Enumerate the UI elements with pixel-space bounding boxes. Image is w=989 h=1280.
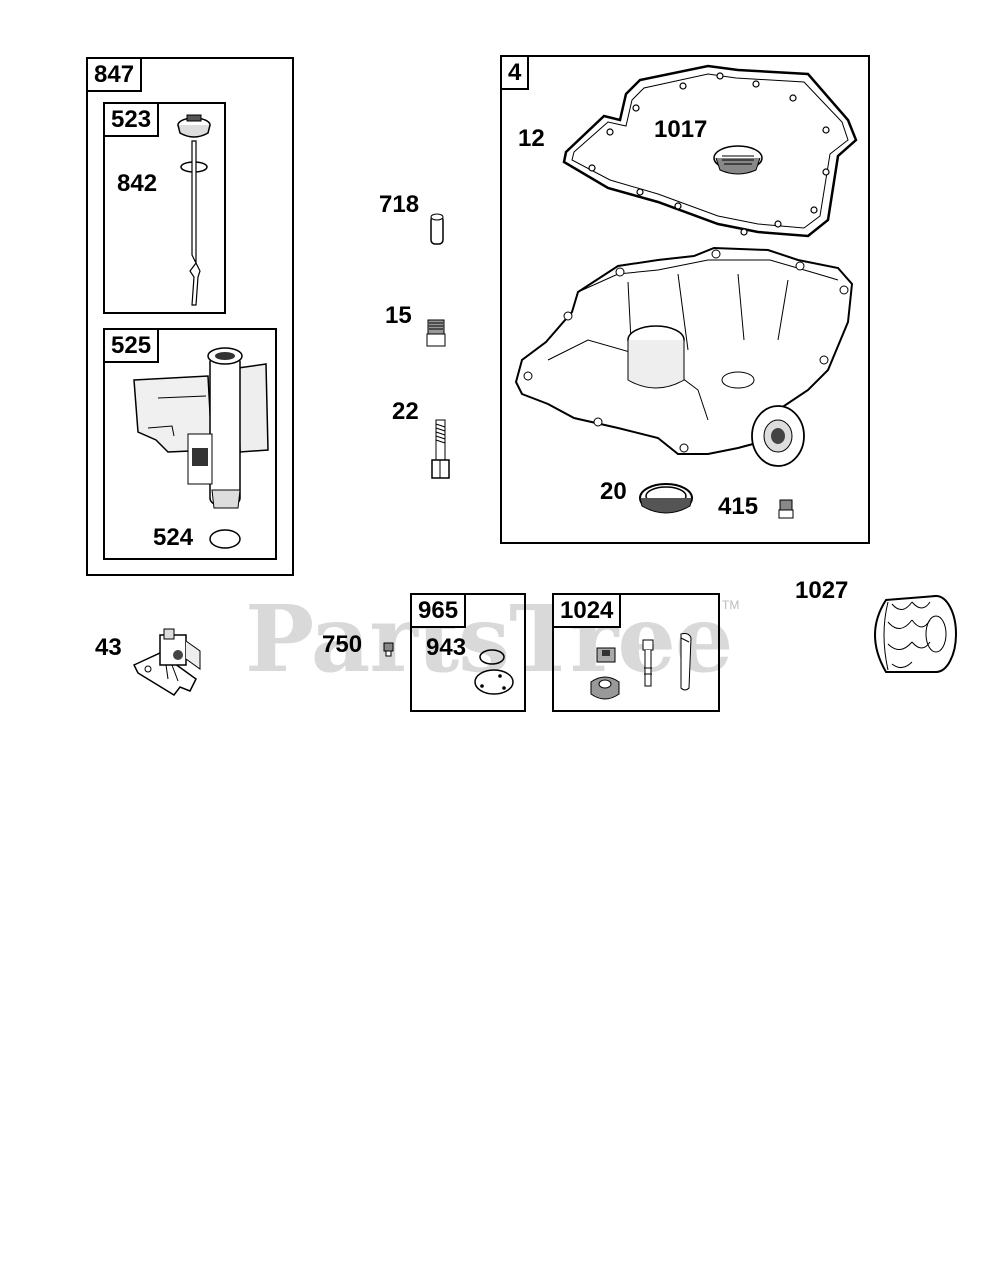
label-842: 842 bbox=[117, 170, 158, 197]
screw-750-drawing bbox=[383, 642, 394, 657]
label-20: 20 bbox=[600, 478, 627, 505]
bolt-drawing bbox=[431, 419, 450, 479]
label-524: 524 bbox=[153, 524, 194, 551]
o-ring-524 bbox=[209, 529, 241, 549]
plug-drawing bbox=[426, 319, 446, 347]
group-523: 523 bbox=[103, 102, 226, 314]
label-943: 943 bbox=[426, 634, 467, 661]
group-525: 525 bbox=[103, 328, 277, 560]
label-1017: 1017 bbox=[654, 116, 708, 143]
group-847: 847 bbox=[86, 57, 294, 576]
gasket-cover-drawing bbox=[474, 649, 514, 695]
label-718: 718 bbox=[379, 191, 420, 218]
sump-gasket-drawing bbox=[514, 64, 858, 519]
oil-filter-drawing bbox=[874, 595, 957, 673]
group-1024: 1024 bbox=[552, 593, 720, 712]
group-4-tag: 4 bbox=[500, 55, 530, 90]
dowel-pin-drawing bbox=[430, 213, 444, 245]
group-847-tag: 847 bbox=[86, 57, 143, 92]
governor-bracket-drawing bbox=[132, 628, 201, 696]
label-15: 15 bbox=[385, 302, 412, 329]
watermark-trademark: TM bbox=[722, 598, 740, 612]
group-525-tag: 525 bbox=[103, 328, 160, 363]
group-1024-tag: 1024 bbox=[552, 593, 622, 628]
label-750: 750 bbox=[322, 631, 363, 658]
group-4: 4 bbox=[500, 55, 870, 544]
group-965-tag: 965 bbox=[410, 593, 467, 628]
label-1027: 1027 bbox=[795, 577, 849, 604]
label-22: 22 bbox=[392, 398, 419, 425]
dipstick-tube-drawing bbox=[133, 347, 269, 509]
group-965: 965 bbox=[410, 593, 526, 712]
label-415: 415 bbox=[718, 493, 759, 520]
group-523-tag: 523 bbox=[103, 102, 160, 137]
oil-pump-kit-drawing bbox=[590, 633, 692, 700]
dipstick-drawing bbox=[177, 114, 211, 306]
label-12: 12 bbox=[518, 125, 545, 152]
label-43: 43 bbox=[95, 634, 122, 661]
